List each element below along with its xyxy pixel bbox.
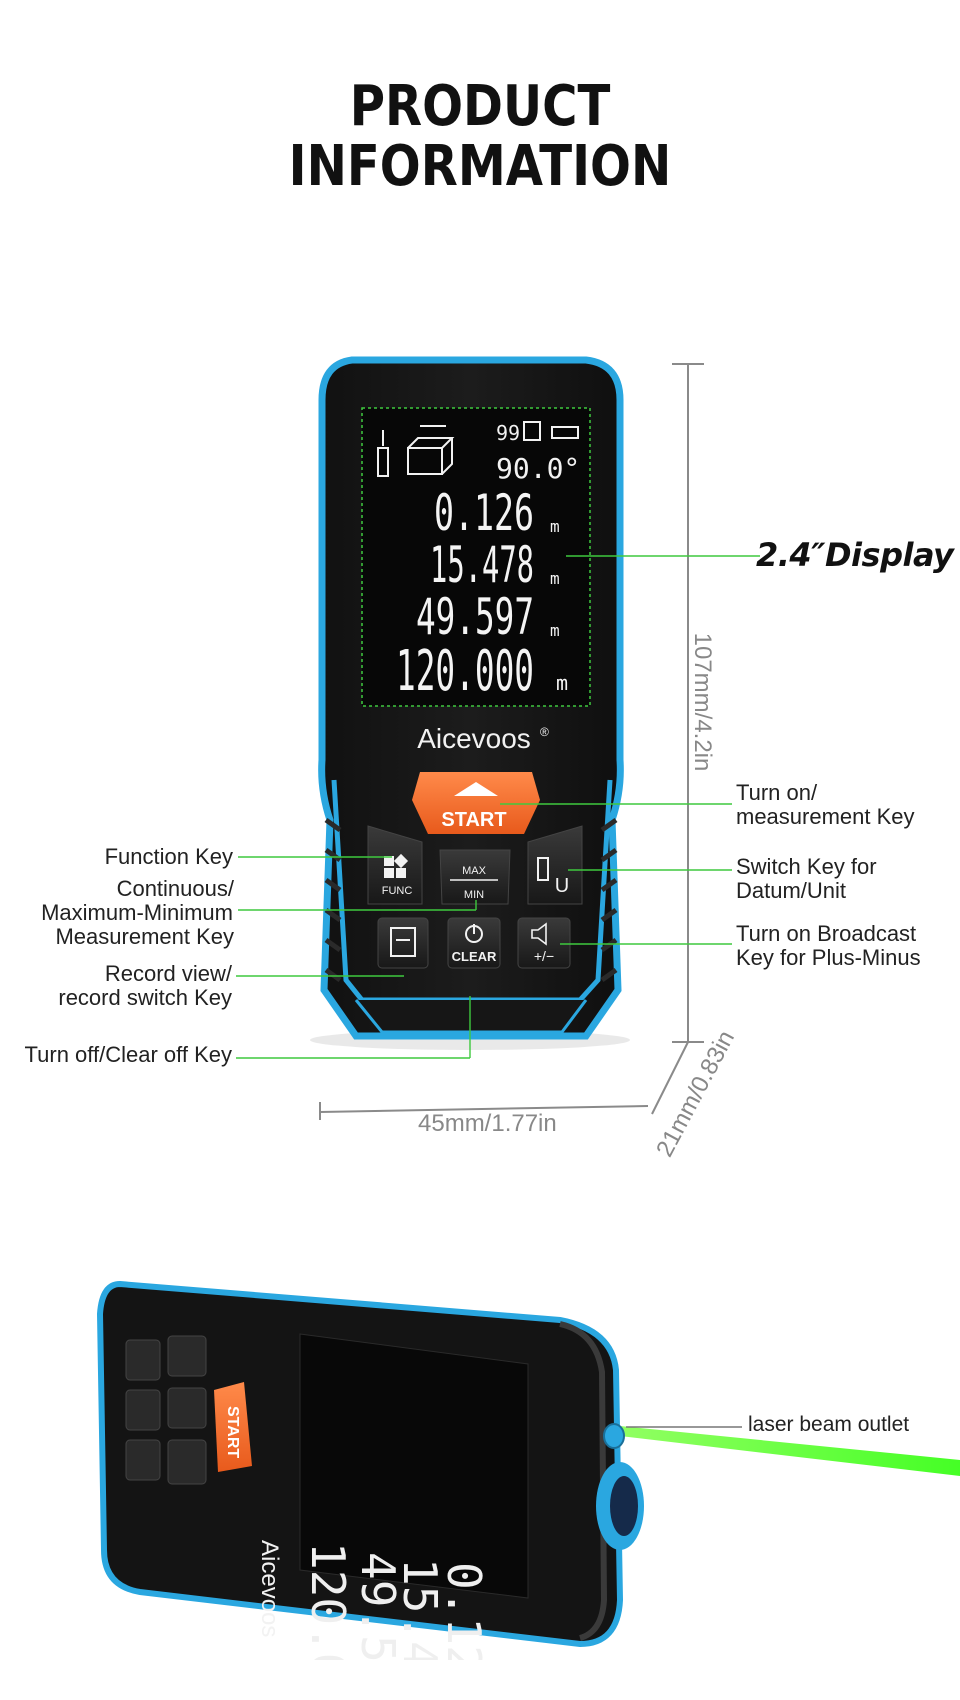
lcd-icons — [377, 421, 579, 477]
laser-outlet-icon — [603, 1423, 625, 1449]
side-lcd-screen — [299, 1333, 529, 1599]
laser-beam — [620, 1426, 960, 1476]
side-lcd-reading-1: 0.126 — [437, 1562, 491, 1660]
broadcast-key[interactable]: +/− — [517, 917, 571, 969]
clear-label: CLEAR — [452, 949, 497, 964]
side-func-key[interactable] — [167, 1335, 207, 1377]
callout-switch-1: Switch Key for — [736, 854, 877, 879]
callout-continuous-3: Measurement Key — [55, 924, 234, 949]
side-max-min-key[interactable] — [167, 1387, 207, 1429]
clear-key[interactable]: CLEAR — [447, 917, 501, 969]
unit-label: U — [555, 875, 569, 897]
callout-broadcast-2: Key for Plus-Minus — [736, 945, 921, 970]
lcd-unit-3: m — [550, 621, 560, 640]
side-lcd-reading-2: 15.478 — [393, 1558, 447, 1660]
func-label: FUNC — [382, 885, 413, 897]
speaker-icon — [531, 922, 547, 946]
record-icon — [390, 927, 416, 957]
lcd-reading-2: 15.478 — [430, 536, 534, 594]
side-lcd-reading-4: 120.000 — [301, 1542, 355, 1660]
record-key[interactable] — [377, 917, 429, 969]
dimension-lines — [319, 363, 704, 1120]
callout-turn-on-2: measurement Key — [736, 804, 915, 829]
callout-record-1: Record view/ — [104, 961, 232, 986]
side-keys — [125, 1335, 207, 1485]
callout-lines — [236, 555, 760, 1059]
dimension-height: 107mm/4.2in — [689, 632, 716, 772]
start-label: START — [441, 809, 506, 831]
side-device-drawing: 120.000 49.597 15.478 0.126 Aicevoos STA… — [96, 1280, 960, 1660]
start-button[interactable]: START — [412, 772, 540, 834]
min-label: MIN — [464, 889, 484, 901]
callout-continuous-2: Maximum-Minimum — [41, 900, 233, 925]
title-line-2: INFORMATION — [288, 134, 672, 199]
plus-minus-label: +/− — [534, 948, 554, 964]
lcd-screen — [361, 407, 591, 707]
func-key[interactable]: FUNC — [367, 825, 423, 905]
lcd-reading-4: 120.000 — [396, 639, 534, 704]
callout-broadcast-1: Turn on Broadcast — [736, 921, 917, 946]
lcd-unit-2: m — [550, 569, 560, 588]
lcd-memory: 99 — [496, 421, 520, 445]
title-line-1: PRODUCT — [349, 74, 611, 139]
callout-turn-on-1: Turn on/ — [736, 780, 818, 805]
callout-display: 2.4″Display — [756, 536, 954, 574]
callout-record-2: record switch Key — [58, 985, 232, 1010]
lcd-reading-1: 0.126 — [434, 484, 534, 542]
callout-laser: laser beam outlet — [748, 1413, 910, 1436]
dimension-width: 45mm/1.77in — [418, 1110, 557, 1137]
callout-continuous-1: Continuous/ — [116, 876, 234, 901]
side-lcd-reading-3: 49.597 — [351, 1552, 405, 1660]
max-label: MAX — [462, 865, 487, 877]
callout-turn-off: Turn off/Clear off Key — [24, 1042, 232, 1067]
func-icon — [384, 853, 409, 878]
side-start-button[interactable]: START — [214, 1382, 252, 1472]
side-brand-logo: Aicevoos — [256, 1540, 283, 1637]
datum-icon — [537, 857, 549, 881]
side-clear-key[interactable] — [125, 1389, 161, 1431]
lcd-angle: 90.0° — [496, 452, 580, 485]
lcd-reading-3: 49.597 — [416, 588, 534, 646]
receiver-lens — [610, 1476, 638, 1536]
brand-registered-mark: ® — [540, 725, 549, 739]
callout-switch-2: Datum/Unit — [736, 878, 847, 903]
side-record-key[interactable] — [125, 1339, 161, 1381]
brand-logo: Aicevoos — [417, 723, 531, 754]
lcd-unit-1: m — [550, 517, 560, 536]
unit-key[interactable]: U — [527, 825, 583, 905]
side-unit-key[interactable] — [167, 1439, 207, 1485]
side-start-label: START — [224, 1406, 241, 1458]
callout-function-key: Function Key — [104, 844, 233, 869]
max-min-key[interactable]: MAX MIN — [439, 849, 511, 905]
lcd-unit-4: m — [556, 671, 568, 695]
side-broadcast-key[interactable] — [125, 1439, 161, 1481]
